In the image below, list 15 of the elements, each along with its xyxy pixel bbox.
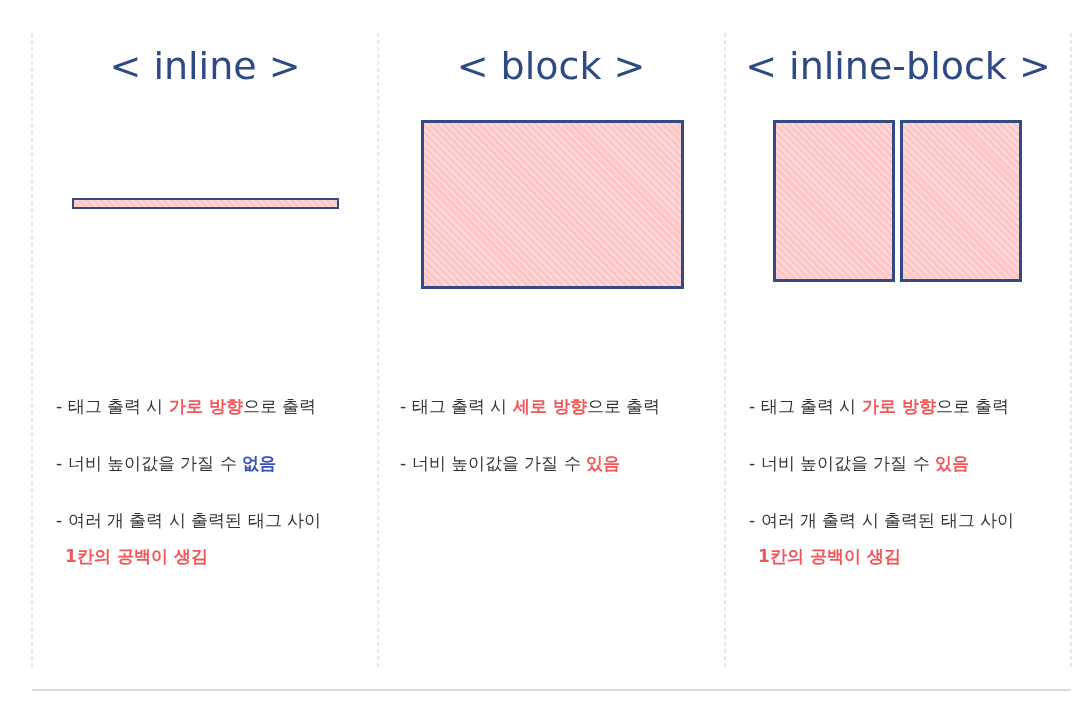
bullet-text: - 여러 개 출력 시 출력된 태그 사이 1칸의 공백이 생김 xyxy=(56,509,322,568)
column-heading: < inline-block > xyxy=(744,44,1052,88)
bullet-text: - 너비 높이값을 가질 수 없음 xyxy=(56,452,278,475)
bullet-text: - 너비 높이값을 가질 수 있음 xyxy=(400,452,622,475)
bullet-text: - 태그 출력 시 가로 방향으로 출력 xyxy=(749,395,1011,418)
bullet-text: - 너비 높이값을 가질 수 있음 xyxy=(749,452,971,475)
bullet-text: - 태그 출력 시 가로 방향으로 출력 xyxy=(56,395,318,418)
block-box xyxy=(421,120,684,289)
block-box xyxy=(773,120,895,282)
column-heading: < block > xyxy=(455,44,647,88)
inline-bar xyxy=(72,198,339,209)
bullet-text: - 여러 개 출력 시 출력된 태그 사이 1칸의 공백이 생김 xyxy=(749,509,1015,568)
column-heading: < inline > xyxy=(108,44,302,88)
bullet-text: - 태그 출력 시 세로 방향으로 출력 xyxy=(400,395,662,418)
block-box xyxy=(900,120,1022,282)
